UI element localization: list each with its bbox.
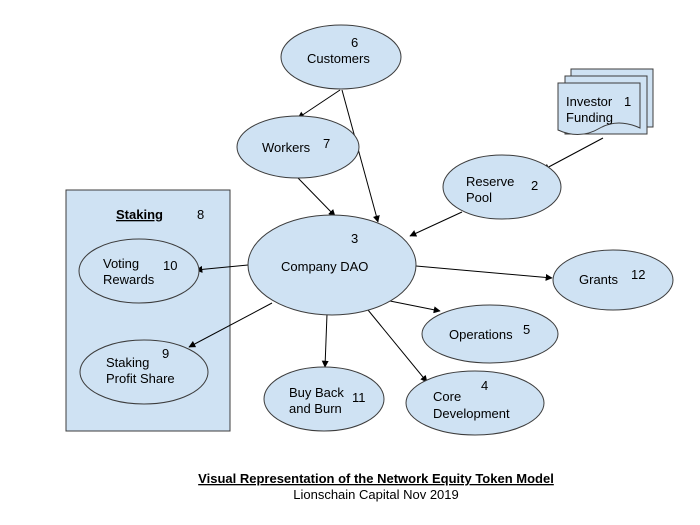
core-development-node: Core Development 4 [405, 370, 545, 436]
investor-funding-node: Investor Funding 1 [557, 68, 654, 135]
buy-back-and-burn-label-line2: and Burn [289, 401, 342, 416]
voting-rewards-node: Voting Rewards 10 [78, 238, 200, 304]
edge-company-dao-core-development [367, 309, 428, 383]
reserve-pool-label-line1: Reserve [466, 174, 514, 189]
caption-subtitle: Lionschain Capital Nov 2019 [293, 487, 459, 502]
operations-node: Operations 5 [421, 304, 559, 364]
reserve-pool-label-line2: Pool [466, 190, 492, 205]
investor-funding-label-line1: Investor [566, 94, 613, 109]
staking-label: Staking [116, 207, 163, 222]
core-development-number: 4 [481, 378, 488, 393]
grants-number: 12 [631, 267, 645, 282]
grants-label: Grants [579, 272, 619, 287]
edge-company-dao-staking-profit-share [188, 302, 273, 348]
edge-investor-funding-reserve-pool [542, 137, 604, 171]
workers-label: Workers [262, 140, 311, 155]
operations-number: 5 [523, 322, 530, 337]
caption: Visual Representation of the Network Equ… [198, 471, 554, 502]
reserve-pool-node: Reserve Pool 2 [442, 154, 562, 220]
core-development-label-line1: Core [433, 389, 461, 404]
staking-profit-share-label-line1: Staking [106, 355, 149, 370]
staking-profit-share-label-line2: Profit Share [106, 371, 175, 386]
grants-node: Grants 12 [552, 249, 674, 311]
edge-reserve-pool-company-dao [409, 211, 463, 237]
operations-label: Operations [449, 327, 513, 342]
core-development-label-line2: Development [433, 406, 510, 421]
workers-node: Workers 7 [236, 115, 360, 179]
buy-back-and-burn-node: Buy Back and Burn 11 [263, 366, 385, 432]
staking-profit-share-node: Staking Profit Share 9 [79, 339, 209, 405]
staking-profit-share-number: 9 [162, 346, 169, 361]
customers-number: 6 [351, 35, 358, 50]
voting-rewards-number: 10 [163, 258, 177, 273]
staking-number: 8 [197, 207, 204, 222]
company-dao-node: Company DAO 3 [247, 214, 417, 316]
customers-label: Customers [307, 51, 370, 66]
investor-funding-label-line2: Funding [566, 110, 613, 125]
customers-node: Customers 6 [280, 24, 402, 90]
buy-back-and-burn-label-line1: Buy Back [289, 385, 344, 400]
voting-rewards-label-line1: Voting [103, 256, 139, 271]
edge-company-dao-operations [384, 299, 441, 314]
investor-funding-shape [557, 82, 641, 135]
reserve-pool-number: 2 [531, 178, 538, 193]
investor-funding-number: 1 [624, 94, 631, 109]
buy-back-and-burn-number: 11 [352, 390, 366, 405]
voting-rewards-label-line2: Rewards [103, 272, 155, 287]
edge-workers-company-dao [297, 177, 336, 217]
company-dao-number: 3 [351, 231, 358, 246]
edges [188, 89, 604, 383]
workers-number: 7 [323, 136, 330, 151]
caption-title: Visual Representation of the Network Equ… [198, 471, 554, 486]
edge-company-dao-buy-back-and-burn [321, 313, 329, 368]
edge-company-dao-grants [415, 265, 553, 281]
edge-customers-workers [297, 89, 341, 119]
edge-company-dao-voting-rewards [195, 264, 249, 273]
edge-customers-company-dao [341, 89, 380, 223]
company-dao-label: Company DAO [281, 259, 368, 274]
